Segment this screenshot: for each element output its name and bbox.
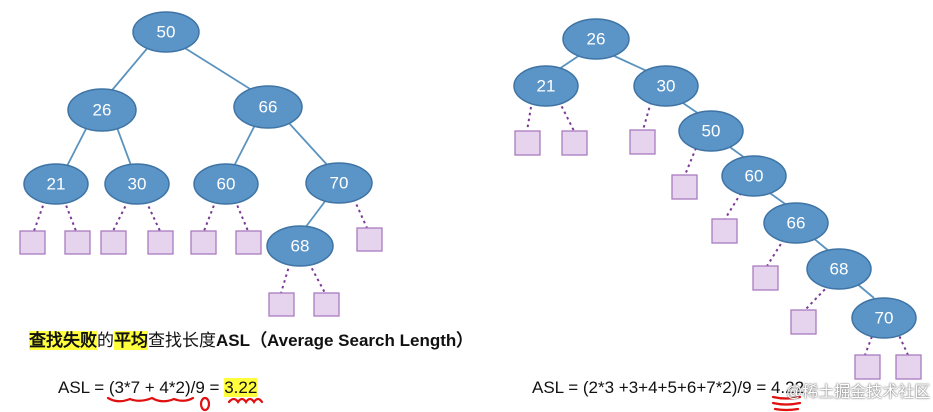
caption-failure: 查找失败 — [29, 331, 97, 350]
svg-text:50: 50 — [157, 23, 176, 42]
failure-node — [514, 130, 541, 156]
failure-node — [790, 309, 817, 335]
formula-right: ASL = (2*3 +3+4+5+6+7*2)/9 = 4.22 — [532, 378, 805, 397]
red-underline — [771, 395, 802, 400]
svg-text:68: 68 — [830, 260, 849, 279]
left-tree-nodes: 50 26 66 21 30 60 70 68 — [23, 11, 373, 267]
tree-node-60: 60 — [193, 163, 259, 205]
failure-node — [147, 230, 174, 255]
left-tree-failure-edges — [33, 198, 368, 294]
failure-node — [356, 227, 383, 252]
right-tree-nodes: 26 21 30 50 60 66 68 70 — [513, 18, 917, 339]
tree-node-30: 30 — [104, 163, 170, 205]
formula-left-expression: ASL = (3*7 + 4*2)/9 = — [58, 378, 225, 397]
svg-text:26: 26 — [93, 101, 112, 120]
svg-text:30: 30 — [657, 77, 676, 96]
svg-text:70: 70 — [875, 309, 894, 328]
failure-node — [561, 130, 588, 156]
svg-text:66: 66 — [259, 98, 278, 117]
failure-node — [711, 218, 738, 244]
right-tree-failure-nodes — [514, 129, 922, 380]
tree-node-68: 68 — [806, 248, 872, 290]
tree-node-68: 68 — [266, 225, 334, 267]
svg-text:30: 30 — [128, 175, 147, 194]
watermark: @稀土掘金技术社区 — [786, 384, 931, 401]
failure-node — [752, 265, 779, 291]
caption-search-length: 查找长度 — [148, 331, 216, 350]
tree-node-70: 70 — [305, 162, 373, 204]
red-underline — [773, 407, 800, 412]
tree-node-70: 70 — [851, 297, 917, 339]
red-underline — [771, 401, 802, 406]
red-annotations — [106, 395, 802, 412]
failure-node — [854, 354, 881, 380]
red-underline — [106, 396, 195, 403]
tree-node-21: 21 — [23, 163, 89, 205]
svg-text:26: 26 — [587, 30, 606, 49]
caption-asl: ASL（Average Search Length） — [216, 331, 474, 350]
formula-left: ASL = (3*7 + 4*2)/9 = 3.22 — [58, 378, 258, 398]
svg-text:66: 66 — [787, 214, 806, 233]
svg-text:70: 70 — [330, 174, 349, 193]
right-tree-failure-edges — [526, 100, 909, 356]
tree-node-50: 50 — [678, 110, 744, 152]
caption-average: 平均 — [114, 331, 148, 350]
tree-node-50: 50 — [132, 11, 200, 53]
tree-node-60: 60 — [721, 155, 787, 197]
failure-node — [268, 292, 295, 317]
failure-node — [629, 129, 656, 155]
tree-node-26: 26 — [67, 88, 137, 132]
failure-node — [100, 230, 127, 255]
red-scribble — [227, 397, 264, 404]
failure-node — [671, 174, 698, 200]
svg-text:21: 21 — [537, 77, 556, 96]
svg-text:60: 60 — [745, 167, 764, 186]
tree-node-66: 66 — [763, 202, 829, 244]
caption: 查找失败的平均查找长度ASL（Average Search Length） — [29, 326, 473, 351]
tree-node-21: 21 — [513, 65, 579, 107]
failure-node — [235, 230, 262, 255]
tree-node-66: 66 — [233, 85, 303, 129]
failure-node — [313, 292, 340, 317]
svg-text:60: 60 — [217, 175, 236, 194]
failure-node — [19, 230, 46, 255]
formula-left-result: 3.22 — [224, 378, 258, 397]
svg-text:50: 50 — [702, 122, 721, 141]
red-circle-mark — [199, 396, 211, 412]
failure-node — [64, 230, 91, 255]
svg-text:21: 21 — [47, 175, 66, 194]
left-tree-edges — [65, 44, 331, 233]
svg-text:68: 68 — [291, 237, 310, 256]
failure-node — [895, 354, 922, 380]
caption-of: 的 — [97, 331, 114, 350]
left-tree-failure-nodes — [19, 227, 383, 317]
failure-node — [190, 230, 217, 255]
tree-node-30: 30 — [633, 65, 699, 107]
tree-node-26: 26 — [562, 18, 630, 60]
